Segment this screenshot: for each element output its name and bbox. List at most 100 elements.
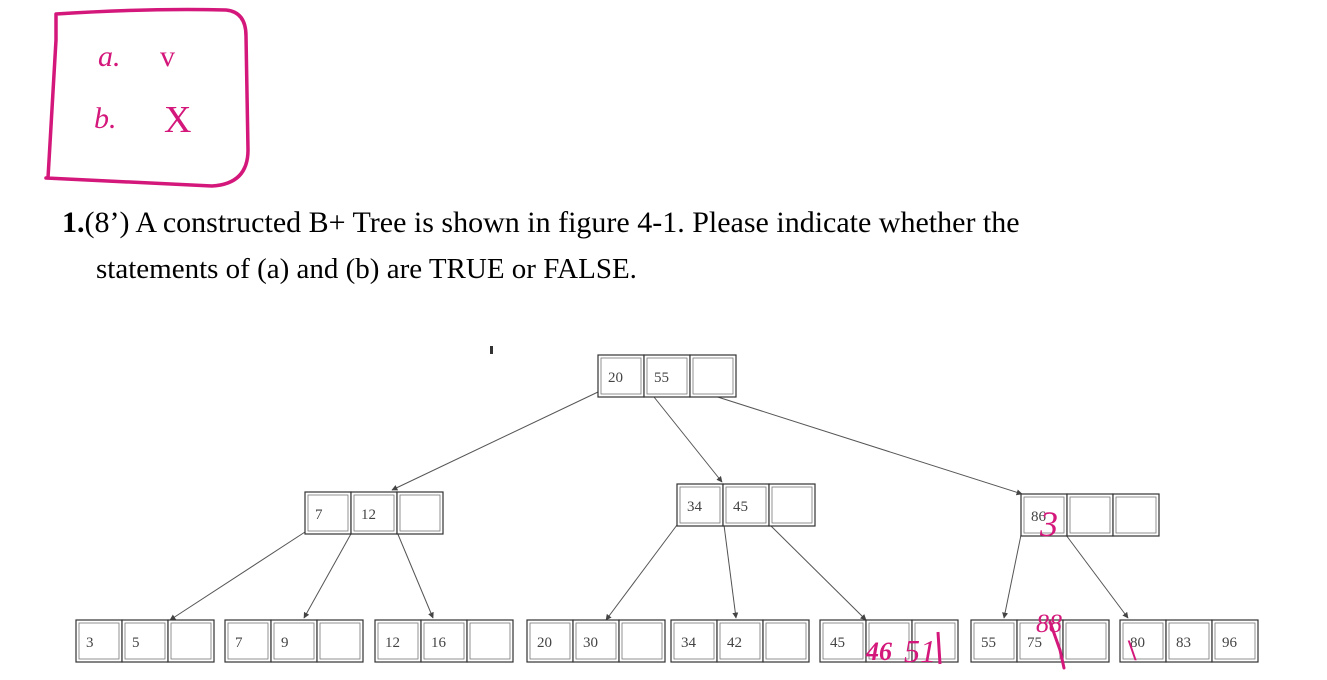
handwritten-separator: [936, 631, 942, 665]
leaf-node-6-cell: [819, 619, 867, 663]
leaf-node-1-cell: [121, 619, 169, 663]
internal-node-2-cell: [768, 483, 816, 527]
handwritten-key-51: 51: [904, 633, 936, 669]
leaf-node-4-cell-inner: [621, 622, 663, 660]
handwritten-answer-box: a. v b. X: [44, 7, 250, 188]
leaf-node-8-cell-inner: [1122, 622, 1164, 660]
leaf-node-5-key: 34: [681, 635, 697, 651]
leaf-node-5-cell: [762, 619, 810, 663]
leaf-node-8-cell: [1211, 619, 1259, 663]
answer-a-label: a.: [98, 40, 121, 73]
stray-mark: [490, 346, 493, 354]
leaf-node-8-cell: [1119, 619, 1167, 663]
root-node-key: 20: [608, 370, 623, 386]
internal-node-3-cell: [1066, 493, 1114, 537]
tree-pointer-arrow: [391, 391, 599, 491]
tree-pointer-arrow: [1065, 534, 1129, 619]
leaf-node-2-key: 7: [235, 635, 243, 651]
leaf-node-5-cell: [670, 619, 718, 663]
root-node-cell: [689, 354, 737, 398]
tree-pointer-arrow: [649, 391, 723, 483]
leaf-node-5: 34 42: [670, 619, 810, 663]
leaf-node-6: 45: [819, 619, 959, 663]
leaf-node-2-cell: [316, 619, 364, 663]
leaf-node-7-cell: [1062, 619, 1110, 663]
answer-b-label: b.: [94, 102, 117, 135]
answer-a-mark: v: [160, 40, 175, 73]
handwritten-key-46: 46: [865, 637, 892, 666]
internal-node-1-key: 7: [315, 507, 323, 523]
tree-pointer-arrow: [169, 531, 306, 621]
root-node-cell: [597, 354, 645, 398]
leaf-node-1-key: 3: [86, 635, 94, 651]
internal-node-3-cell-inner: [1069, 496, 1111, 534]
leaf-node-7-key: 55: [981, 635, 996, 651]
internal-node-2-key: 34: [687, 499, 703, 515]
leaf-node-1-key: 5: [132, 635, 140, 651]
internal-node-1-cell-inner: [353, 494, 395, 532]
internal-node-1-cell: [304, 491, 352, 535]
leaf-node-2-cell: [270, 619, 318, 663]
leaf-node-2-cell-inner: [227, 622, 269, 660]
leaf-node-5-key: 42: [727, 635, 742, 651]
internal-node-1-cell-inner: [399, 494, 441, 532]
leaf-node-1-cell: [75, 619, 123, 663]
internal-node-2-cell-inner: [725, 486, 767, 524]
leaf-node-6-cell-inner: [822, 622, 864, 660]
internal-node-1-cell: [396, 491, 444, 535]
internal-node-2-key: 45: [733, 499, 748, 515]
leaf-node-7-cell-inner: [1065, 622, 1107, 660]
question-line-2: statements of (a) and (b) are TRUE or FA…: [96, 253, 637, 285]
root-node-key: 55: [654, 370, 669, 386]
answer-box-outline: [44, 7, 250, 188]
leaf-node-6-cell: [911, 619, 959, 663]
tree-pointer-arrow: [723, 524, 739, 619]
internal-node-2: 34 45: [676, 483, 816, 527]
leaf-node-6-cell-inner: [868, 622, 910, 660]
internal-node-3-key: 86: [1031, 509, 1047, 525]
leaf-node-7-cell-inner: [1019, 622, 1061, 660]
handwritten-overwrite-3: 3: [1039, 504, 1058, 544]
leaf-node-1-cell: [167, 619, 215, 663]
question-points: (8’): [84, 206, 130, 239]
leaf-node-4-cell: [618, 619, 666, 663]
leaf-node-4-cell: [526, 619, 574, 663]
leaf-node-8-key: 80: [1130, 635, 1145, 651]
leaf-node-8-key: 83: [1176, 635, 1191, 651]
internal-node-3-cell-inner: [1023, 496, 1065, 534]
internal-node-1-key: 12: [361, 507, 376, 523]
internal-node-2-cell-inner: [679, 486, 721, 524]
leaf-node-5-cell-inner: [719, 622, 761, 660]
leaf-node-6-cell-inner: [914, 622, 956, 660]
leaf-node-1-cell-inner: [124, 622, 166, 660]
question-block: 1.(8’) A constructed B+ Tree is shown in…: [62, 200, 1262, 292]
internal-node-3: 86: [1020, 493, 1160, 537]
leaf-node-1-cell-inner: [78, 622, 120, 660]
leaf-node-2-cell-inner: [319, 622, 361, 660]
leaf-node-3-cell-inner: [469, 622, 511, 660]
leaf-node-4-key: 20: [537, 635, 552, 651]
internal-node-1: 7 12: [304, 491, 444, 535]
question-number: 1.: [62, 206, 85, 239]
internal-node-1-cell: [350, 491, 398, 535]
internal-node-2-cell-inner: [771, 486, 813, 524]
leaf-node-8-cell-inner: [1168, 622, 1210, 660]
tree-pointer-arrow: [605, 524, 678, 621]
leaf-node-7-cell: [970, 619, 1018, 663]
leaf-node-4-cell-inner: [575, 622, 617, 660]
tree-pointer-arrow: [396, 531, 434, 619]
leaf-node-8-cell: [1165, 619, 1213, 663]
leaf-node-3-key: 12: [385, 635, 400, 651]
leaf-node-5-cell-inner: [673, 622, 715, 660]
leaf-node-1-cell-inner: [170, 622, 212, 660]
leaf-node-2-cell-inner: [273, 622, 315, 660]
handwritten-strike: \: [1127, 634, 1137, 667]
